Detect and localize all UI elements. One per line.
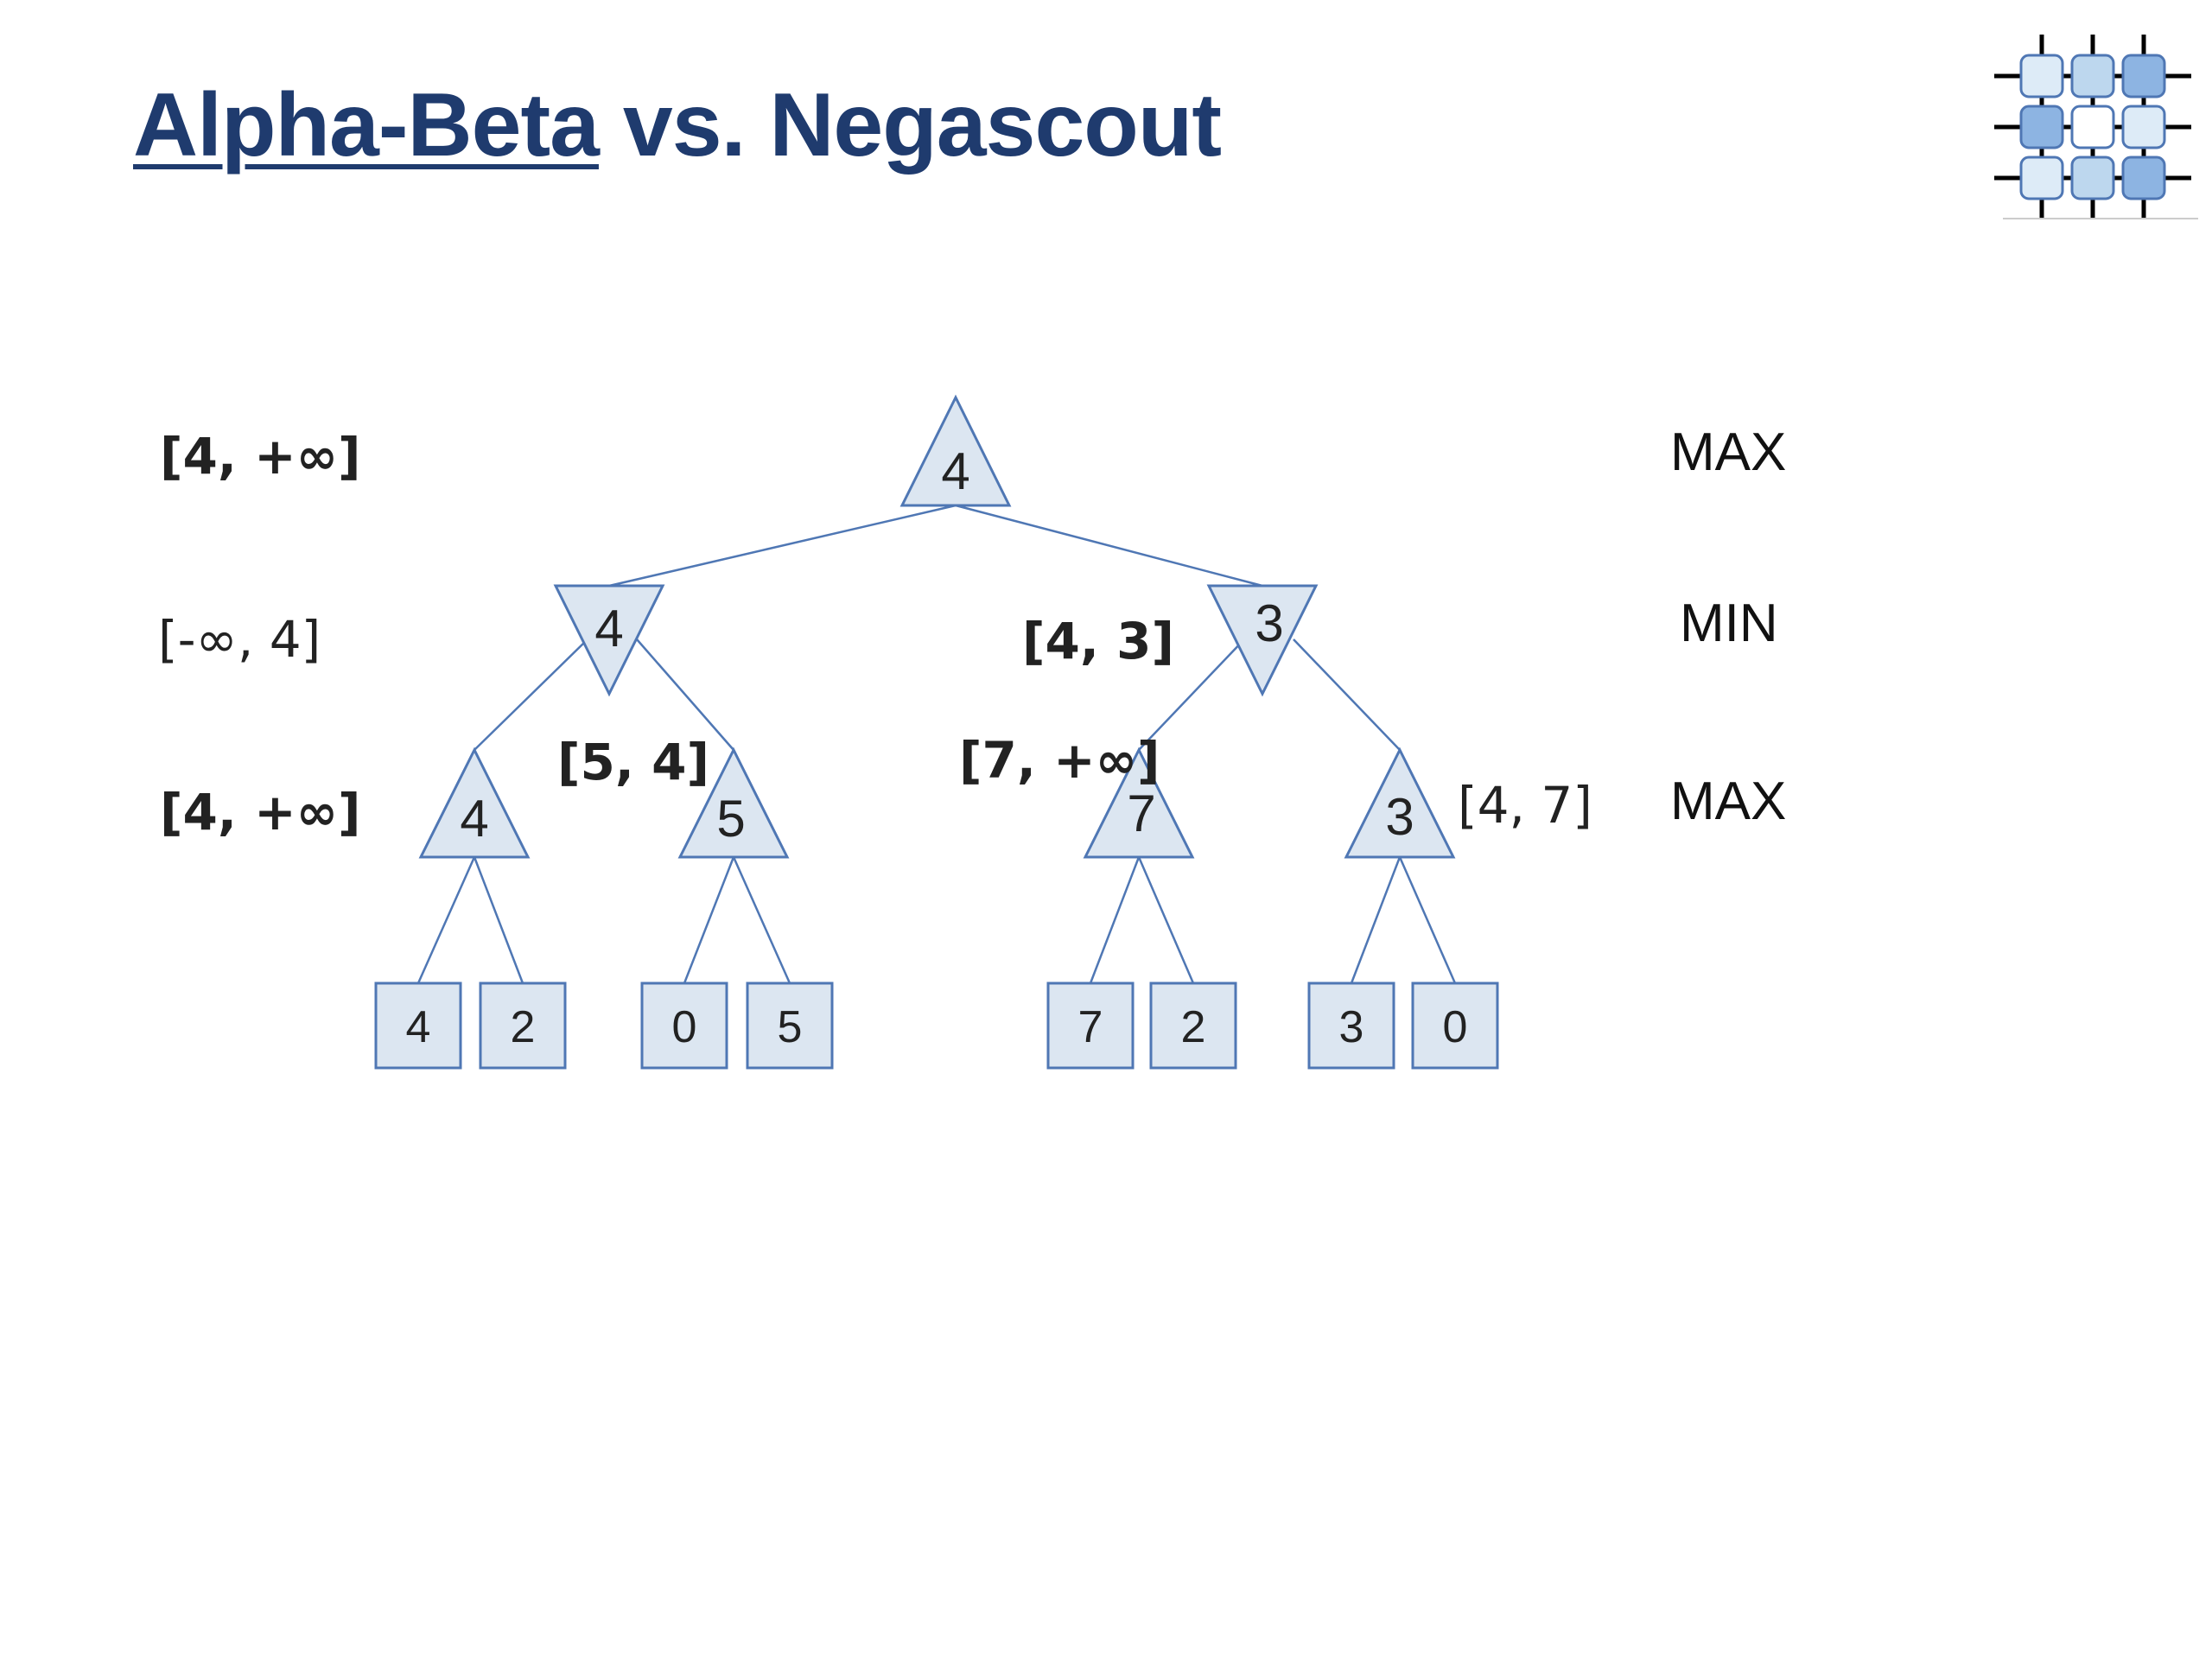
leaf-value-5: 7 [1078,1002,1103,1052]
interval-node-7: [7, +∞] [959,731,1160,790]
root-value: 4 [941,442,969,500]
leaf-value-7: 3 [1339,1002,1364,1052]
title-rest: vs. Negascout [598,75,1222,175]
interval-node-3-min: [4, 3] [1022,612,1174,670]
leaf-node-8 [1411,981,1499,1070]
max-node-3 [1083,746,1195,859]
level-label-min: MIN [1680,594,1778,653]
leaf-value-8: 0 [1443,1002,1468,1052]
interval-node-3-max: [4, 7] [1458,776,1592,835]
min-node-left-value: 4 [594,600,623,657]
interval-min-level: [-∞, 4] [158,610,321,669]
max-node-1-value: 4 [460,790,488,848]
leaf-node-2 [479,981,567,1070]
tree-edges [416,504,1457,984]
max-node-2-value: 5 [716,790,745,848]
interval-max-level: [4, +∞] [160,783,361,842]
level-label-max-top: MAX [1670,422,1786,482]
interval-node-5: [5, 4] [557,733,709,791]
root-max-node [899,394,1012,507]
logo-divider [2003,218,2198,219]
grid-logo-icon [1994,35,2191,219]
leaf-value-2: 2 [511,1002,536,1052]
leaf-value-4: 5 [778,1002,803,1052]
leaf-value-6: 2 [1181,1002,1206,1052]
leaf-node-5 [1046,981,1135,1070]
leaf-node-1 [374,981,462,1070]
title-link-alpha-beta[interactable]: Alpha-Beta [133,75,600,175]
slide-title: Alpha-Beta vs. Negascout [133,74,1222,177]
interval-root: [4, +∞] [160,427,361,486]
leaf-node-6 [1149,981,1237,1070]
level-label-max-bottom: MAX [1670,772,1786,831]
max-node-2 [677,746,790,859]
max-node-1 [418,746,531,859]
max-node-4-value: 3 [1385,788,1414,846]
leaf-node-4 [746,981,834,1070]
min-node-right [1206,584,1319,697]
leaf-node-3 [640,981,728,1070]
leaf-value-1: 4 [406,1002,431,1052]
min-node-left [553,584,665,697]
leaf-value-3: 0 [672,1002,697,1052]
min-node-right-value: 3 [1255,594,1283,652]
leaf-node-7 [1307,981,1395,1070]
max-node-3-value: 7 [1127,785,1155,842]
max-node-4 [1344,746,1456,859]
